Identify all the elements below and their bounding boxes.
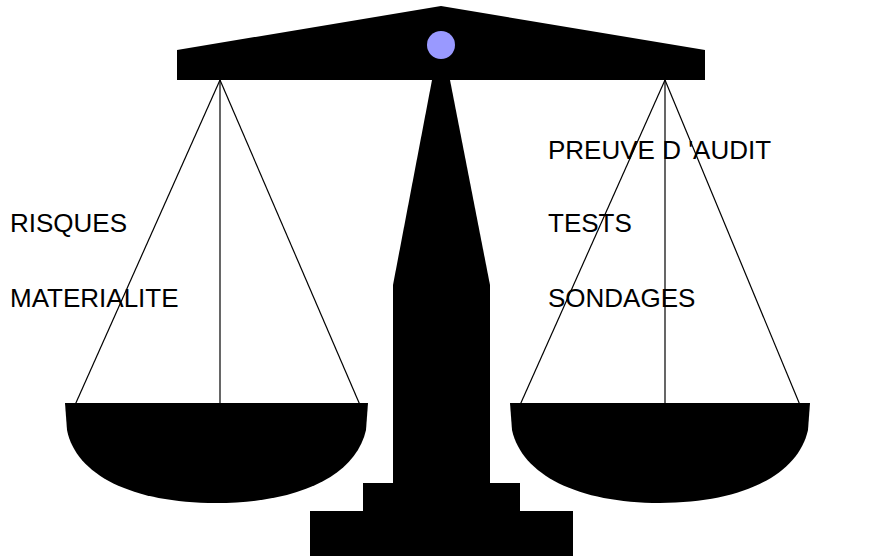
right-pan-strings [520,80,800,405]
scale-label: MATERIALITE [10,283,179,313]
scale-base-step [363,483,520,513]
scale-label: TESTS [548,208,632,238]
right-pan [510,403,810,503]
scale-beam [177,6,705,80]
left-pan-strings [75,80,360,405]
pivot-circle [427,31,455,59]
scale-label: SONDAGES [548,283,695,313]
scale-label: RISQUES [10,208,127,238]
scale-post [393,80,490,485]
scale-base [310,511,573,556]
left-pan [65,403,368,503]
scale-label: PREUVE D 'AUDIT [548,135,771,165]
